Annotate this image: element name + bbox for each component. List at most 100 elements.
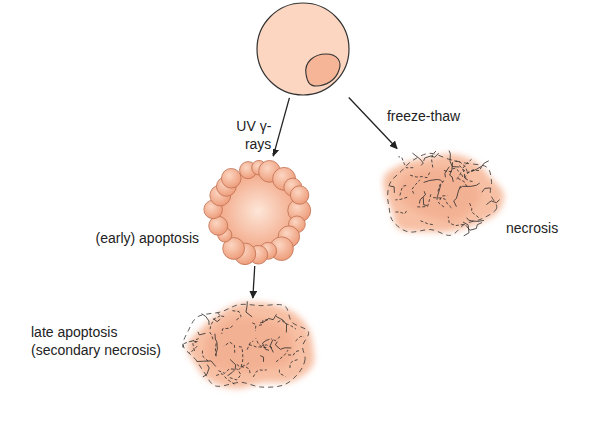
late-apoptotic-cell (183, 301, 314, 388)
debris-fragment (259, 320, 268, 326)
nucleus (306, 54, 340, 86)
debris-fragment (449, 151, 459, 167)
debris-fragment (463, 159, 472, 168)
debris-fragment (224, 342, 235, 353)
debris-fragment (253, 370, 267, 377)
debris-fragment (419, 191, 425, 203)
debris-fragment (197, 361, 216, 367)
debris-fragment (453, 161, 467, 172)
stage-label: (early) apoptosis (96, 230, 200, 248)
arrow (273, 98, 289, 156)
debris-fragment (460, 183, 480, 188)
debris-fragment (191, 339, 198, 342)
necrotic-cell (383, 151, 504, 236)
arrow (253, 266, 255, 298)
debris-fragment (193, 341, 198, 352)
debris-fragment (290, 360, 298, 369)
membrane-bleb (209, 216, 228, 235)
debris-fragment (232, 311, 241, 320)
debris-fragment (463, 169, 474, 181)
debris-fragment (288, 350, 300, 355)
debris-fragment (239, 347, 243, 367)
stage-label: necrosis (506, 220, 558, 238)
debris-fragment (467, 218, 484, 222)
apoptotic-cell (204, 160, 311, 264)
debris-fragment (216, 374, 234, 385)
healthy-cell (257, 3, 349, 95)
debris-fragment (201, 314, 209, 325)
debris-fragment (227, 359, 235, 375)
debris-fragment (420, 221, 433, 225)
debris-fragment (216, 312, 224, 317)
broken-membrane (388, 153, 497, 235)
broken-membrane (183, 304, 309, 387)
debris-fragment (210, 332, 214, 341)
debris-fragment (482, 188, 490, 192)
debris-fragment (424, 153, 439, 161)
debris-fragment (256, 338, 262, 347)
cell-remnant-core (204, 317, 293, 373)
debris-fragment (438, 181, 444, 192)
debris-fragment (445, 167, 449, 178)
debris-fragment (275, 342, 291, 350)
debris-fragment (222, 326, 233, 334)
debris-fragment (203, 365, 209, 377)
debris-fragment (215, 343, 217, 356)
debris-fragment (452, 168, 459, 173)
cell-stage (256, 2, 350, 96)
debris-fragment (279, 370, 285, 377)
debris-fragment (183, 341, 197, 348)
cell-stage: (early) apoptosis (205, 158, 311, 264)
cell-stage: necrosis (380, 150, 502, 240)
membrane-bleb (221, 168, 241, 188)
debris-fragment (198, 332, 206, 335)
treatment-label: UV γ-rays (217, 117, 273, 153)
debris-fragment (412, 180, 420, 194)
debris-fragment (412, 153, 423, 165)
debris-fragment (252, 323, 256, 331)
membrane-bleb (290, 186, 308, 204)
debris-fragment (464, 167, 481, 178)
debris-fragment (457, 172, 462, 179)
debris-fragment (246, 301, 252, 317)
stage-label: late apoptosis (secondary necrosis) (31, 324, 179, 359)
cell-remnant-core (398, 168, 481, 221)
debris-fragment (471, 161, 488, 172)
debris-fragment (239, 363, 249, 370)
debris-fragment (398, 157, 413, 168)
debris-fragment (276, 350, 288, 362)
cell-remnant (383, 154, 504, 232)
debris-fragment (210, 316, 220, 330)
debris-fragment (202, 351, 208, 362)
debris-fragment (410, 173, 430, 178)
debris-fragment (230, 369, 241, 380)
debris-fragment (458, 178, 467, 187)
debris-fragment (439, 195, 448, 207)
cell-stage: late apoptosis (secondary necrosis) (185, 300, 315, 392)
debris-fragment (270, 340, 273, 353)
debris-fragment (448, 217, 464, 226)
debris-fragment (247, 341, 253, 350)
debris-fragment (260, 356, 263, 362)
debris-fragment (454, 186, 461, 207)
debris-fragment (395, 197, 407, 200)
cell-membrane (257, 3, 349, 95)
debris-fragment (395, 210, 407, 213)
treatment-label: freeze-thaw (385, 107, 462, 125)
debris-fragment (400, 185, 407, 195)
debris-fragment (432, 151, 436, 167)
debris-fragment (189, 346, 197, 353)
debris-fragment (276, 316, 287, 332)
debris-fragment (463, 222, 469, 236)
debris-fragment (423, 197, 427, 205)
debris-fragment (218, 369, 236, 374)
debris-fragment (486, 200, 499, 205)
debris-fragment (424, 179, 443, 182)
debris-fragment (466, 223, 482, 231)
debris-fragment (390, 186, 395, 193)
debris-fragment (433, 198, 452, 209)
debris-fragment (469, 202, 479, 218)
